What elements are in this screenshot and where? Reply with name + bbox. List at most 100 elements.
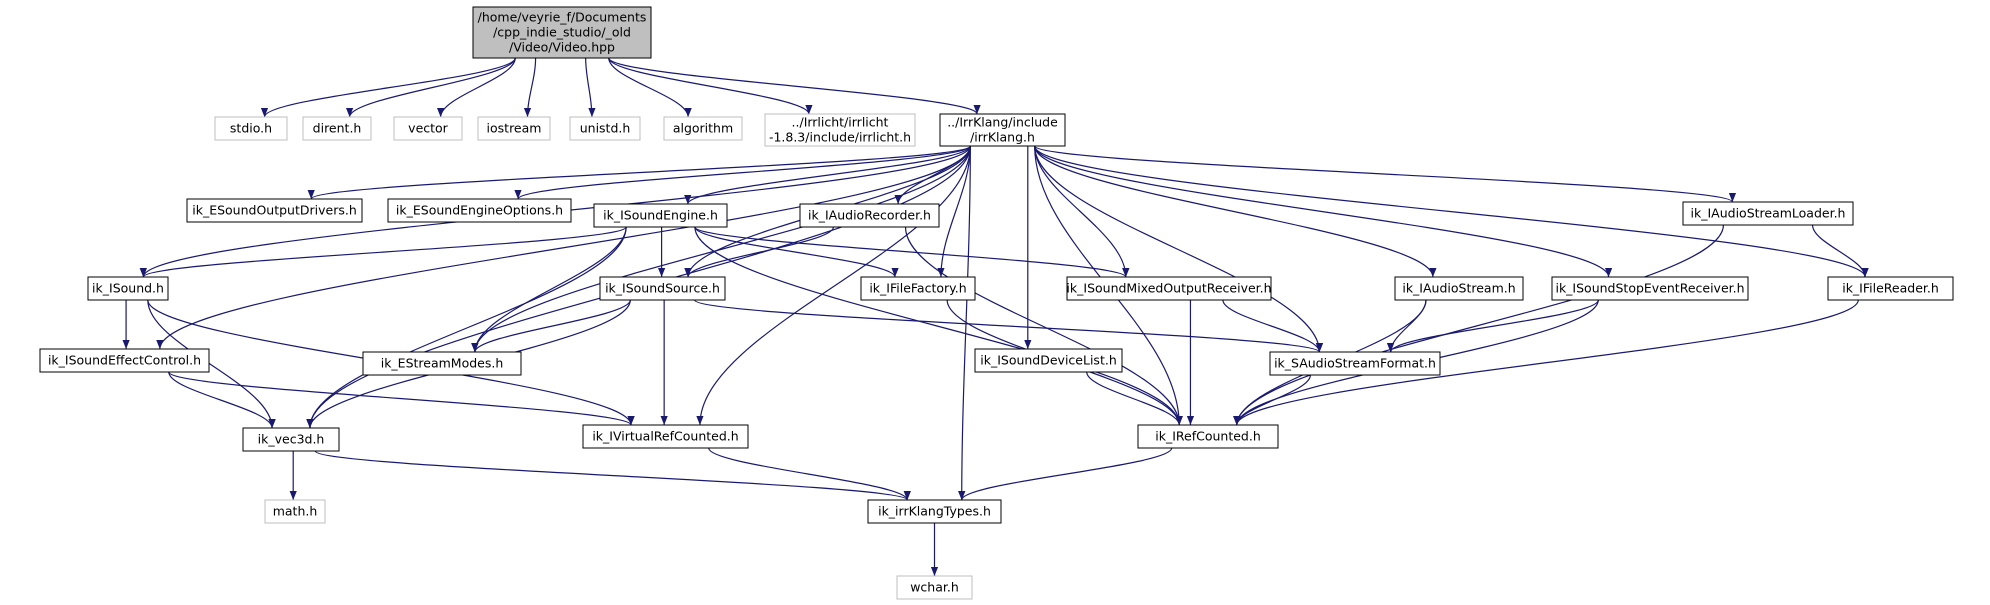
node-box (186, 198, 363, 223)
node-label: ik_IFileFactory.h (869, 281, 966, 296)
node-ISoundEngine[interactable]: ik_ISoundEngine.h (593, 203, 728, 228)
node-root[interactable]: /home/veyrie_f/Documents/cpp_indie_studi… (472, 6, 652, 59)
node-label: math.h (273, 504, 318, 519)
edge-SAudioStreamFormat-to-IRefCounted (1233, 374, 1312, 426)
edge-root-to-dirent (346, 57, 516, 118)
node-box (1269, 351, 1441, 376)
node-irrKlangTypes[interactable]: ik_irrKlangTypes.h (867, 499, 1002, 524)
node-label: /home/veyrie_f/Documents (478, 10, 647, 25)
node-box (1066, 276, 1272, 301)
node-label: ik_ISoundDeviceList.h (980, 353, 1117, 368)
node-label: ../IrrKlang/include (947, 115, 1058, 130)
node-ISoundSource[interactable]: ik_ISoundSource.h (599, 276, 726, 301)
node-ISoundStopEventReceiver[interactable]: ik_ISoundStopEventReceiver.h (1551, 276, 1749, 301)
node-label: ik_EStreamModes.h (381, 356, 504, 371)
node-label: ik_IAudioStreamLoader.h (1691, 206, 1846, 221)
edge-irrklang-to-SAudioStreamFormat (1034, 145, 1324, 353)
node-box (87, 276, 169, 301)
node-box (1551, 276, 1749, 301)
node-IFileFactory[interactable]: ik_IFileFactory.h (860, 276, 976, 301)
edge-root-to-vector (437, 57, 516, 118)
node-label: ik_ISoundStopEventReceiver.h (1555, 281, 1744, 296)
edge-irrklang-to-EStreamModes (471, 145, 971, 353)
node-box (974, 348, 1123, 373)
node-irrlicht: ../Irrlicht/irrlicht-1.8.3/include/irrli… (764, 113, 916, 147)
node-label: ik_IAudioRecorder.h (808, 208, 931, 223)
edge-root-to-algorithm (608, 57, 692, 118)
edge-IAudioStreamLoader-to-IRefCounted (1233, 224, 1725, 426)
node-label: ik_ISoundMixedOutputReceiver.h (1066, 281, 1271, 296)
node-IAudioRecorder[interactable]: ik_IAudioRecorder.h (799, 203, 940, 228)
node-ESoundEngineOptions[interactable]: ik_ESoundEngineOptions.h (387, 198, 572, 223)
edge-ISoundEngine-to-IFileFactory (694, 226, 899, 278)
edge-ISoundEffectControl-to-IVirtualRefCounted (168, 371, 635, 426)
node-label: /Video/Video.hpp (509, 40, 615, 55)
node-box (477, 116, 551, 141)
node-ISoundEffectControl[interactable]: ik_ISoundEffectControl.h (39, 348, 210, 373)
node-IAudioStreamLoader[interactable]: ik_IAudioStreamLoader.h (1682, 201, 1854, 226)
node-box (582, 424, 749, 449)
node-box (599, 276, 726, 301)
node-label: iostream (487, 121, 542, 136)
node-box (860, 276, 976, 301)
node-box (867, 499, 1002, 524)
node-label: ik_IFileReader.h (1842, 281, 1939, 296)
node-ISoundMixedOutputReceiver[interactable]: ik_ISoundMixedOutputReceiver.h (1066, 276, 1272, 301)
node-dirent: dirent.h (302, 116, 372, 141)
edge-irrklang-to-IFileReader (1034, 145, 1869, 278)
edge-irrklang-to-ISoundStopEventReceiver (1034, 145, 1613, 278)
node-box (393, 116, 463, 141)
node-IRefCounted[interactable]: ik_IRefCounted.h (1137, 424, 1279, 449)
node-box (362, 351, 522, 376)
node-IVirtualRefCounted[interactable]: ik_IVirtualRefCounted.h (582, 424, 749, 449)
node-label: /cpp_indie_studio/_old (493, 25, 631, 40)
edge-root-to-unistd (585, 57, 596, 118)
node-box (242, 427, 340, 452)
node-box (1394, 276, 1524, 301)
edge-IAudioRecorder-to-IRefCounted (904, 226, 1183, 426)
node-vec3d[interactable]: ik_vec3d.h (242, 427, 340, 452)
node-label: -1.8.3/include/irrlicht.h (769, 130, 911, 145)
node-box (387, 198, 572, 223)
node-algorithm: algorithm (663, 116, 743, 141)
edge-ISoundEngine-to-ISoundMixedOutputReceiver (694, 226, 1130, 278)
node-label: stdio.h (230, 121, 272, 136)
node-ISound[interactable]: ik_ISound.h (87, 276, 169, 301)
node-label: ik_vec3d.h (258, 432, 325, 447)
node-label: /irrKlang.h (970, 130, 1035, 145)
node-label: unistd.h (580, 121, 631, 136)
edge-ISoundEffectControl-to-vec3d (168, 371, 276, 429)
node-label: ik_IRefCounted.h (1155, 429, 1261, 444)
node-ESoundOutputDrivers[interactable]: ik_ESoundOutputDrivers.h (186, 198, 363, 223)
edge-irrklang-to-ISoundEffectControl (156, 145, 971, 350)
edge-IRefCounted-to-irrKlangTypes (958, 447, 1173, 501)
edge-ISound-to-vec3d (147, 299, 276, 429)
edge-root-to-irrklang (608, 57, 981, 115)
node-IFileReader[interactable]: ik_IFileReader.h (1827, 276, 1954, 301)
node-iostream: iostream (477, 116, 551, 141)
node-box (264, 499, 326, 524)
node-IAudioStream[interactable]: ik_IAudioStream.h (1394, 276, 1524, 301)
node-stdio: stdio.h (214, 116, 288, 141)
node-box (302, 116, 372, 141)
node-box (799, 203, 940, 228)
node-label: ik_SAudioStreamFormat.h (1274, 356, 1436, 371)
node-label: ik_ESoundOutputDrivers.h (192, 203, 357, 218)
edge-irrklang-to-IAudioStreamLoader (1034, 145, 1736, 203)
edge-ISoundDeviceList-to-IRefCounted (1086, 371, 1183, 426)
edge-vec3d-to-irrKlangTypes (314, 450, 911, 501)
node-irrklang[interactable]: ../IrrKlang/include/irrKlang.h (939, 113, 1066, 147)
node-box (1137, 424, 1279, 449)
node-unistd: unistd.h (569, 116, 641, 141)
edge-ISoundSource-to-SAudioStreamFormat (694, 299, 1323, 353)
node-box (1682, 201, 1854, 226)
node-label: algorithm (673, 121, 733, 136)
edge-IAudioStreamLoader-to-IFileReader (1811, 224, 1869, 278)
node-box (896, 575, 973, 600)
node-box (214, 116, 288, 141)
node-EStreamModes[interactable]: ik_EStreamModes.h (362, 351, 522, 376)
node-SAudioStreamFormat[interactable]: ik_SAudioStreamFormat.h (1269, 351, 1441, 376)
node-label: ik_ISoundEffectControl.h (48, 353, 201, 368)
node-ISoundDeviceList[interactable]: ik_ISoundDeviceList.h (974, 348, 1123, 373)
